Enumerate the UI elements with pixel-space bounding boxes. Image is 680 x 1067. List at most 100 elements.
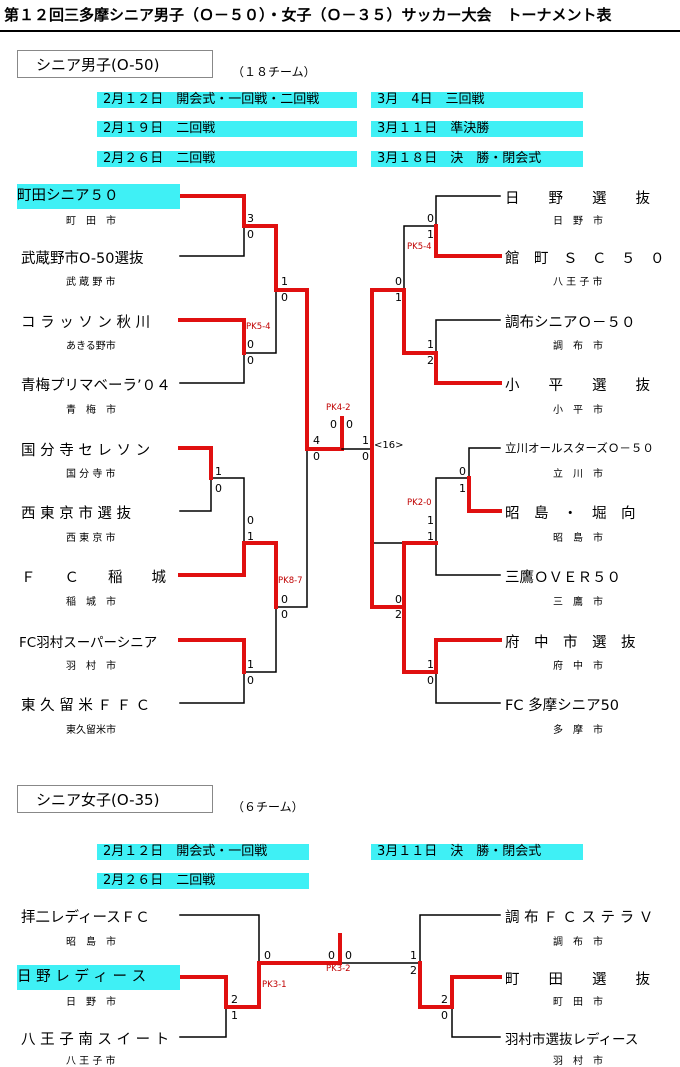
score: 0 xyxy=(441,1009,448,1022)
score: 1 xyxy=(215,465,222,478)
men-right-city-9: 多 摩 市 xyxy=(553,725,603,736)
score: 0 xyxy=(330,418,337,431)
score: 0 xyxy=(427,212,434,225)
women-right-city-3: 羽 村 市 xyxy=(553,1056,603,1067)
score: 1 xyxy=(395,291,402,304)
men-right-city-6: 昭 島 市 xyxy=(553,533,603,544)
men-left-team-1: 町田シニア５０ xyxy=(17,184,180,209)
pk-score: PK8-7 xyxy=(278,576,303,586)
men-schedule-4: 3月１１日 準決勝 xyxy=(371,121,583,137)
score: 0 xyxy=(395,275,402,288)
men-left-team-5: 国 分 寺 セ レ ソ ン xyxy=(21,443,151,459)
score: 0 xyxy=(264,949,271,962)
men-team-count: （１８チーム） xyxy=(232,65,316,79)
men-left-team-3: コ ラ ッ ソ ン 秋 川 xyxy=(21,315,151,331)
score: 1 xyxy=(362,434,369,447)
women-schedule-2: 3月１１日 決 勝・閉会式 xyxy=(371,844,583,860)
men-right-city-8: 府 中 市 xyxy=(553,661,603,672)
match-number: <16> xyxy=(374,440,404,451)
men-left-city-6: 西 東 京 市 xyxy=(66,533,116,544)
women-left-team-3: 八 王 子 南 ス イ ー ト xyxy=(21,1032,170,1048)
score: 0 xyxy=(247,354,254,367)
score: 0 xyxy=(247,228,254,241)
pk-score: PK4-2 xyxy=(326,403,351,413)
women-left-team-2: 日 野 レ デ ィ ー ス xyxy=(17,965,180,990)
pk-score: PK3-1 xyxy=(262,980,287,990)
score: 0 xyxy=(313,450,320,463)
score: 1 xyxy=(281,275,288,288)
women-schedule-1: 2月１２日 開会式・一回戦 xyxy=(97,844,309,860)
men-right-city-7: 三 鷹 市 xyxy=(553,597,603,608)
score: 1 xyxy=(410,949,417,962)
men-section-label: シニア男子(O-50) xyxy=(17,50,213,78)
score: 0 xyxy=(247,674,254,687)
score: 1 xyxy=(247,530,254,543)
men-left-city-4: 青 梅 市 xyxy=(66,405,116,416)
women-right-city-1: 調 布 市 xyxy=(553,937,603,948)
score: 3 xyxy=(247,212,254,225)
men-left-city-5: 国 分 寺 市 xyxy=(66,469,116,480)
men-left-team-2: 武蔵野市O-50選抜 xyxy=(21,251,144,267)
men-right-team-2: 館 町 Ｓ Ｃ ５ ０ xyxy=(505,251,665,267)
score: 0 xyxy=(459,465,466,478)
women-section-label: シニア女子(O-35) xyxy=(17,785,213,813)
score: 0 xyxy=(281,291,288,304)
men-schedule-5: 2月２６日 二回戦 xyxy=(97,151,357,167)
men-left-city-2: 武 蔵 野 市 xyxy=(66,277,116,288)
women-left-city-1: 昭 島 市 xyxy=(66,937,116,948)
men-right-city-2: 八 王 子 市 xyxy=(553,277,603,288)
men-left-city-8: 羽 村 市 xyxy=(66,661,116,672)
page-title: 第１２回三多摩シニア男子（Ｏ－５０）・女子（Ｏ－３５）サッカー大会 トーナメント… xyxy=(4,6,612,24)
men-left-team-6: 西 東 京 市 選 抜 xyxy=(21,506,132,522)
score: 0 xyxy=(281,593,288,606)
score: 0 xyxy=(281,608,288,621)
men-right-team-8: 府 中 市 選 抜 xyxy=(505,635,636,651)
title-underline xyxy=(0,30,680,32)
score: 0 xyxy=(346,418,353,431)
score: 0 xyxy=(345,949,352,962)
score: 2 xyxy=(410,964,417,977)
men-left-city-7: 稲 城 市 xyxy=(66,597,116,608)
score: 0 xyxy=(427,674,434,687)
men-right-team-1: 日 野 選 抜 xyxy=(505,191,650,207)
score: 0 xyxy=(215,482,222,495)
score: 2 xyxy=(427,354,434,367)
score: 1 xyxy=(247,658,254,671)
men-right-team-7: 三鷹ＯＶＥＲ５０ xyxy=(505,570,621,586)
men-right-city-5: 立 川 市 xyxy=(553,469,603,480)
score: 0 xyxy=(247,338,254,351)
women-schedule-3: 2月２６日 二回戦 xyxy=(97,873,309,889)
score: 2 xyxy=(231,993,238,1006)
score: 2 xyxy=(441,993,448,1006)
women-right-city-2: 町 田 市 xyxy=(553,997,603,1008)
men-right-team-4: 小 平 選 抜 xyxy=(505,378,650,394)
men-schedule-2: 3月 4日 三回戦 xyxy=(371,92,583,108)
women-left-team-1: 拝二レディースＦＣ xyxy=(21,910,150,926)
men-left-city-3: あきる野市 xyxy=(66,341,116,352)
pk-score: PK3-2 xyxy=(326,964,351,974)
score: 0 xyxy=(247,514,254,527)
score: 0 xyxy=(328,949,335,962)
men-schedule-6: 3月１８日 決 勝・閉会式 xyxy=(371,151,583,167)
women-team-count: （６チーム） xyxy=(232,800,304,814)
score: 4 xyxy=(313,434,320,447)
score: 1 xyxy=(427,530,434,543)
men-right-city-3: 調 布 市 xyxy=(553,341,603,352)
men-right-team-9: FC 多摩シニア50 xyxy=(505,698,620,714)
score: 1 xyxy=(427,658,434,671)
men-left-city-1: 町 田 市 xyxy=(66,216,116,227)
score: 1 xyxy=(427,514,434,527)
women-left-city-2: 日 野 市 xyxy=(66,997,116,1008)
women-right-team-2: 町 田 選 抜 xyxy=(505,972,650,988)
men-right-team-5: 立川オールスターズＯ－５０ xyxy=(505,441,654,455)
men-right-team-6: 昭 島 ・ 堀 向 xyxy=(505,506,636,522)
men-right-city-4: 小 平 市 xyxy=(553,405,603,416)
pk-score: PK5-4 xyxy=(246,322,271,332)
men-left-city-9: 東久留米市 xyxy=(66,725,116,736)
score: 0 xyxy=(395,593,402,606)
women-right-team-1: 調 布 Ｆ Ｃ ス テ ラ Ｖ xyxy=(505,910,654,926)
men-right-team-3: 調布シニアＯ－５０ xyxy=(505,315,636,331)
score: 1 xyxy=(459,482,466,495)
score: 2 xyxy=(395,608,402,621)
